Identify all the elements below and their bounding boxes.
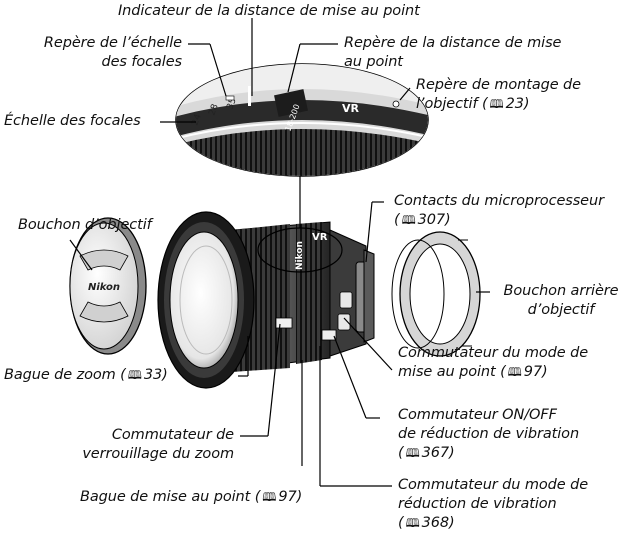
label-focus-ring: Bague de mise au point (🕮97) (80, 488, 302, 507)
book-icon: 🕮 (262, 490, 277, 504)
label-cpu-contacts-page: 307) (417, 212, 451, 228)
label-vr-mode-switch-line2: réduction de vibration (398, 496, 557, 512)
label-vr-onoff-switch-line1: Commutateur ON/OFF (398, 407, 557, 423)
label-focus-mode-switch-line2: mise au point (🕮97) (398, 363, 588, 382)
label-vr-onoff-switch-page: 367) (421, 445, 455, 461)
label-mounting-mark-line1: Repère de montage de (416, 77, 581, 93)
book-icon: 🕮 (405, 516, 420, 530)
rear-lens-cap (391, 231, 481, 357)
label-focus-distance-mark: Repère de la distance de mise au point (344, 34, 561, 72)
lens-body: Nikon VR (157, 211, 375, 389)
inset-vr-marking: VR (342, 102, 360, 115)
label-cpu-contacts-line2: (🕮307) (394, 212, 451, 228)
label-cpu-contacts: Contacts du microprocesseur (🕮307) (394, 192, 604, 230)
inset-detail: 24 28 35 18-200 VR (175, 63, 429, 177)
barrel-brand-text: Nikon (295, 241, 305, 270)
label-cpu-contacts-line1: Contacts du microprocesseur (394, 193, 604, 209)
label-mounting-mark-text: l’objectif ( (416, 96, 488, 112)
label-rear-lens-cap: Bouchon arrière d’objectif (488, 282, 634, 320)
barrel-vr-text: VR (312, 232, 328, 243)
label-focal-scale-mark-line2: des focales (101, 54, 182, 70)
label-focal-scale-mark-line1: Repère de l’échelle (43, 35, 182, 51)
label-mounting-mark-line2: l’objectif (🕮23) (416, 95, 581, 114)
label-focus-distance-mark-line1: Repère de la distance de mise (344, 35, 562, 51)
book-icon: 🕮 (127, 368, 142, 382)
label-focus-ring-text: Bague de mise au point ( (80, 489, 261, 505)
label-zoom-lock-switch-line2: verrouillage du zoom (82, 446, 234, 462)
cap-brand-text: Nikon (88, 282, 120, 293)
label-focus-mode-switch-text: mise au point ( (398, 364, 506, 380)
label-focal-scale-mark: Repère de l’échelle des focales (42, 34, 182, 72)
label-vr-onoff-switch-line2: de réduction de vibration (398, 426, 580, 442)
svg-text:35: 35 (225, 97, 238, 111)
book-icon: 🕮 (401, 213, 416, 227)
svg-text:24: 24 (190, 113, 203, 127)
label-vr-mode-switch: Commutateur du mode de réduction de vibr… (398, 476, 588, 533)
label-focus-distance-indicator: Indicateur de la distance de mise au poi… (118, 3, 420, 19)
label-vr-onoff-switch-line3: (🕮367) (398, 445, 455, 461)
book-icon: 🕮 (405, 446, 420, 460)
label-front-lens-cap: Bouchon d’objectif (18, 217, 152, 233)
book-icon: 🕮 (489, 97, 504, 111)
label-focus-ring-page: 97) (278, 489, 303, 505)
label-rear-lens-cap-line2: d’objectif (527, 302, 595, 318)
label-focus-mode-switch-page: 97) (523, 364, 548, 380)
svg-text:28: 28 (207, 103, 220, 117)
label-focus-mode-switch-line1: Commutateur du mode de (398, 345, 589, 361)
label-focus-distance-mark-line2: au point (344, 54, 403, 70)
label-vr-mode-switch-line1: Commutateur du mode de (398, 477, 589, 493)
label-focal-scale: Échelle des focales (4, 113, 141, 129)
label-zoom-ring-page: 33) (143, 367, 168, 383)
label-vr-mode-switch-line3: (🕮368) (398, 515, 455, 531)
front-lens-cap: Nikon (69, 217, 147, 355)
label-vr-onoff-switch: Commutateur ON/OFF de réduction de vibra… (398, 406, 579, 463)
label-vr-mode-switch-page: 368) (421, 515, 455, 531)
leader-lines (69, 18, 490, 487)
label-zoom-lock-switch: Commutateur de verrouillage du zoom (54, 426, 234, 464)
label-rear-lens-cap-line1: Bouchon arrière (503, 283, 619, 299)
label-zoom-ring-text: Bague de zoom ( (4, 367, 126, 383)
label-zoom-lock-switch-line1: Commutateur de (111, 427, 234, 443)
book-icon: 🕮 (507, 365, 522, 379)
label-mounting-mark: Repère de montage de l’objectif (🕮23) (416, 76, 581, 114)
label-mounting-mark-page: 23) (505, 96, 530, 112)
label-focus-mode-switch: Commutateur du mode de mise au point (🕮9… (398, 344, 588, 382)
label-zoom-ring: Bague de zoom (🕮33) (4, 366, 168, 385)
